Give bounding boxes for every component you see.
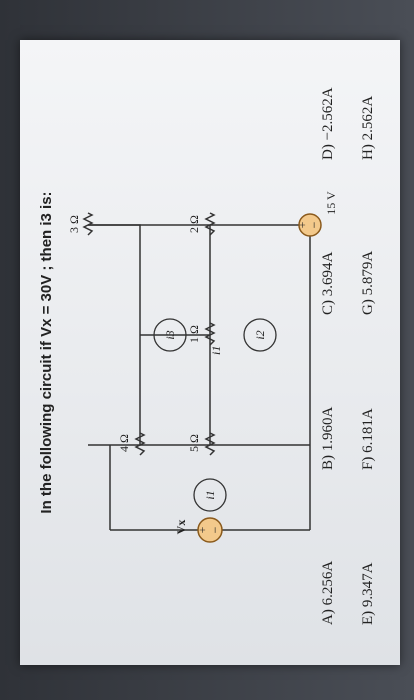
- v15-plus: +: [295, 221, 309, 228]
- i1-branch-label: i1: [209, 346, 223, 355]
- mesh-i1-label: i1: [203, 490, 217, 499]
- wire-top: [88, 224, 141, 446]
- resistor-3ohm: [82, 212, 94, 236]
- resistor-1ohm: [204, 322, 216, 346]
- v15-minus: −: [307, 221, 321, 228]
- source-15v-label: 15 V: [324, 191, 338, 215]
- vx-label: Vx: [174, 520, 188, 535]
- resistor-2ohm: [204, 212, 216, 236]
- answer-a[interactable]: A) 6.256A: [320, 560, 336, 625]
- answer-d[interactable]: D) −2.562A: [320, 87, 336, 160]
- mesh-i1-arrow: [193, 478, 227, 512]
- mesh-i3-label: i3: [163, 330, 177, 339]
- vx-plus: +: [195, 526, 209, 533]
- resistor-4ohm-label: 4 Ω: [117, 434, 131, 452]
- vx-source: [197, 517, 223, 543]
- answer-e[interactable]: E) 9.347A: [360, 562, 376, 626]
- source-15v: [298, 213, 322, 237]
- mesh-i2-label: i2: [253, 330, 267, 339]
- answer-g[interactable]: G) 5.879A: [360, 250, 376, 315]
- resistor-1ohm-label: 1 Ω: [187, 325, 201, 343]
- resistor-3ohm-label: 3 Ω: [67, 215, 81, 233]
- mesh-i2-arrow: [243, 318, 277, 352]
- resistor-5ohm: [204, 432, 216, 456]
- circuit-diagram: + − Vx + − 15 V 4 Ω 5 Ω 1 Ω 3 Ω 2 Ω i1 i…: [67, 191, 338, 543]
- resistor-4ohm: [134, 432, 146, 456]
- answer-f[interactable]: F) 6.181A: [360, 408, 376, 470]
- resistor-5ohm-label: 5 Ω: [187, 434, 201, 452]
- answer-c[interactable]: C) 3.694A: [320, 251, 336, 315]
- rotated-page: In the following circuit if Vx = 30V ; t…: [20, 40, 400, 665]
- mesh-i3-arrow: [153, 318, 187, 352]
- answer-b[interactable]: B) 1.960A: [320, 406, 336, 470]
- answer-h[interactable]: H) 2.562A: [360, 95, 376, 160]
- resistor-2ohm-label: 2 Ω: [187, 215, 201, 233]
- vx-minus: −: [208, 526, 222, 533]
